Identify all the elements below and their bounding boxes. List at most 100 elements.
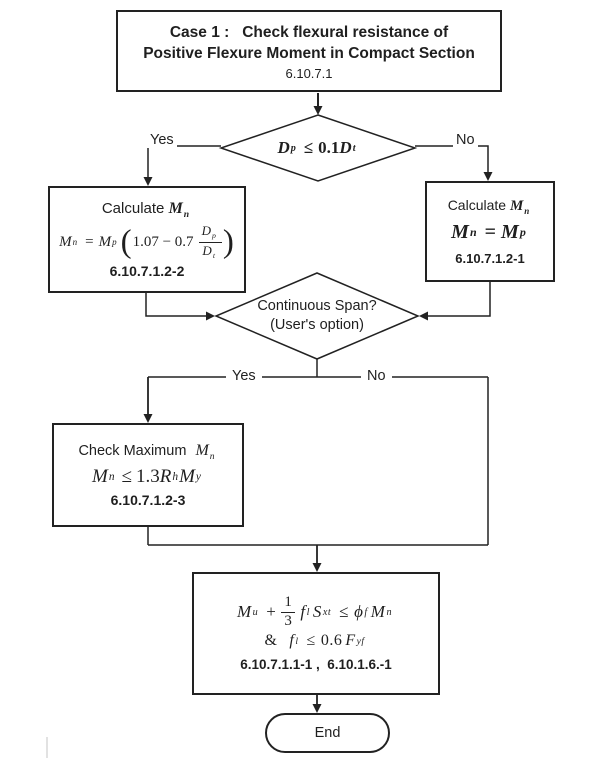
- math-num: 1.3: [136, 466, 160, 488]
- calc-right-title: Calculate Mn: [448, 197, 533, 216]
- end-node: End: [265, 713, 390, 753]
- math-sub: yf: [356, 635, 365, 647]
- math-var: D: [339, 138, 352, 157]
- calc-left-ref: 6.10.7.1.2-2: [109, 263, 185, 280]
- math-var: M: [509, 198, 524, 214]
- math-sub: n: [386, 606, 393, 618]
- math-var: D: [201, 222, 211, 238]
- math-sub: n: [108, 471, 115, 484]
- math-sub: t: [352, 142, 356, 154]
- math-op: ≤: [306, 632, 316, 650]
- title-line1: Case 1 : Check flexural resistance of: [169, 23, 449, 41]
- math-op: +: [266, 602, 277, 621]
- fraction-numerator: Dp: [198, 222, 222, 243]
- connector-decision1-no: [415, 145, 489, 174]
- check-max-title: Check Maximum Mn: [78, 442, 217, 462]
- math-var: M: [92, 466, 108, 488]
- math-sub: l: [295, 635, 299, 647]
- calc-left-title: Calculate Mn: [102, 200, 192, 220]
- arrowhead-down-icon: [143, 177, 153, 186]
- decision2-no-label: No: [361, 368, 392, 384]
- calc-right-title-var: Mn: [509, 197, 532, 216]
- math-op: ≤: [303, 138, 314, 157]
- math-sub: n: [209, 451, 215, 463]
- arrowhead-right-icon: [206, 311, 215, 321]
- check-max-label: Check Maximum: [78, 442, 187, 459]
- decision2-yes-label: Yes: [226, 368, 262, 384]
- decision2-line1: Continuous Span?: [257, 298, 377, 314]
- connector-lines: [145, 93, 491, 706]
- decision1-no-label: No: [453, 132, 478, 148]
- math-op: =: [484, 221, 497, 243]
- arrowheads: [143, 106, 493, 713]
- decision2-text: Continuous Span? (User's option): [216, 273, 418, 359]
- decision2-line2: (User's option): [270, 317, 364, 333]
- math-sub: n: [524, 206, 530, 216]
- math-lparen: (: [120, 224, 132, 261]
- math-sub: p: [290, 142, 296, 154]
- final-ref: 6.10.7.1.1-1 , 6.10.1.6.-1: [240, 657, 392, 673]
- title-line2: Positive Flexure Moment in Compact Secti…: [143, 44, 475, 62]
- math-var: D: [277, 138, 290, 157]
- fraction-numerator: 1: [281, 594, 296, 613]
- arrowhead-down-icon: [143, 414, 153, 423]
- math-var: M: [59, 233, 72, 250]
- scan-artifact-line: [46, 737, 48, 758]
- calc-left-title-var: Mn: [168, 199, 193, 220]
- math-var: M: [451, 221, 469, 243]
- math-var: M: [370, 602, 386, 621]
- math-var: D: [202, 242, 212, 258]
- calc-left-label: Calculate: [101, 199, 165, 217]
- math-var: M: [179, 466, 195, 488]
- arrowhead-down-icon: [312, 563, 322, 572]
- connector-calcleft-to-decision2: [145, 293, 208, 317]
- decision2-diamond: [214, 272, 420, 360]
- math-num: 0.1: [318, 138, 340, 157]
- math-rparen: ): [222, 224, 234, 261]
- math-op: =: [85, 233, 94, 250]
- math-var: M: [195, 441, 209, 459]
- title-ref: 6.10.7.1: [285, 65, 333, 81]
- math-sub: f: [364, 606, 368, 618]
- decision1-yes-label: Yes: [147, 132, 177, 148]
- math-sub: n: [469, 225, 477, 239]
- math-sub: t: [212, 251, 215, 261]
- end-label: End: [314, 725, 341, 741]
- math-sub: l: [306, 606, 310, 618]
- math-sub: xt: [322, 606, 332, 618]
- fraction-denominator: Dt: [199, 243, 222, 261]
- math-op: ≤: [339, 602, 350, 621]
- math-var: M: [168, 199, 183, 217]
- math-sub: n: [72, 237, 78, 248]
- math-var: S: [312, 602, 322, 621]
- arrowhead-left-icon: [419, 311, 428, 321]
- math-sub: u: [252, 606, 259, 618]
- math-var: R: [159, 466, 172, 488]
- math-sub: p: [112, 237, 117, 248]
- arrowhead-down-icon: [313, 106, 323, 115]
- math-sub: p: [211, 231, 216, 241]
- math-var: ϕ: [354, 602, 364, 621]
- math-sub: h: [172, 471, 179, 484]
- math-num: 0.6: [320, 632, 343, 650]
- arrowhead-down-icon: [483, 172, 493, 181]
- math-var: M: [501, 221, 519, 243]
- math-num: 1.07 − 0.7: [132, 233, 194, 250]
- math-var: f: [300, 602, 306, 621]
- connector-calcright-to-decision2: [426, 282, 491, 317]
- calc-right-ref: 6.10.7.1.2-1: [455, 251, 525, 266]
- fraction-denominator: 3: [284, 612, 293, 629]
